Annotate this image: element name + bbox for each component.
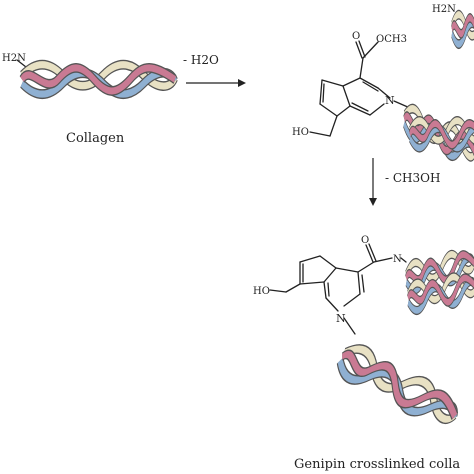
amine-label-top: H2N	[432, 4, 456, 15]
amide-n-label: N	[393, 254, 402, 265]
collagen-helix	[22, 65, 175, 94]
step1-label: - H2O	[183, 53, 219, 67]
amine-bond	[16, 59, 27, 68]
step1-arrowhead	[238, 79, 246, 87]
step2-arrowhead	[369, 198, 377, 206]
ring-n-label-1: N	[385, 94, 395, 107]
amine-label: H2N	[2, 53, 26, 64]
intermediate-molecule: O OCH3 HO N	[292, 31, 411, 138]
amide-o-label: O	[361, 235, 369, 246]
product-molecule: O N H HO N	[253, 235, 418, 335]
step2-label: - CH3OH	[385, 171, 440, 185]
top-right-helix	[452, 15, 474, 44]
hydroxyl-label-2: HO	[253, 286, 270, 297]
product-label: Genipin crosslinked colla	[294, 457, 460, 472]
ester-label: OCH3	[376, 34, 407, 45]
collagen-label: Collagen	[66, 131, 125, 146]
product-helix-diagonal	[335, 343, 462, 431]
ring-n-label-2: N	[336, 312, 346, 325]
hydroxyl-label-1: HO	[292, 127, 309, 138]
ester-o-label: O	[352, 31, 360, 42]
